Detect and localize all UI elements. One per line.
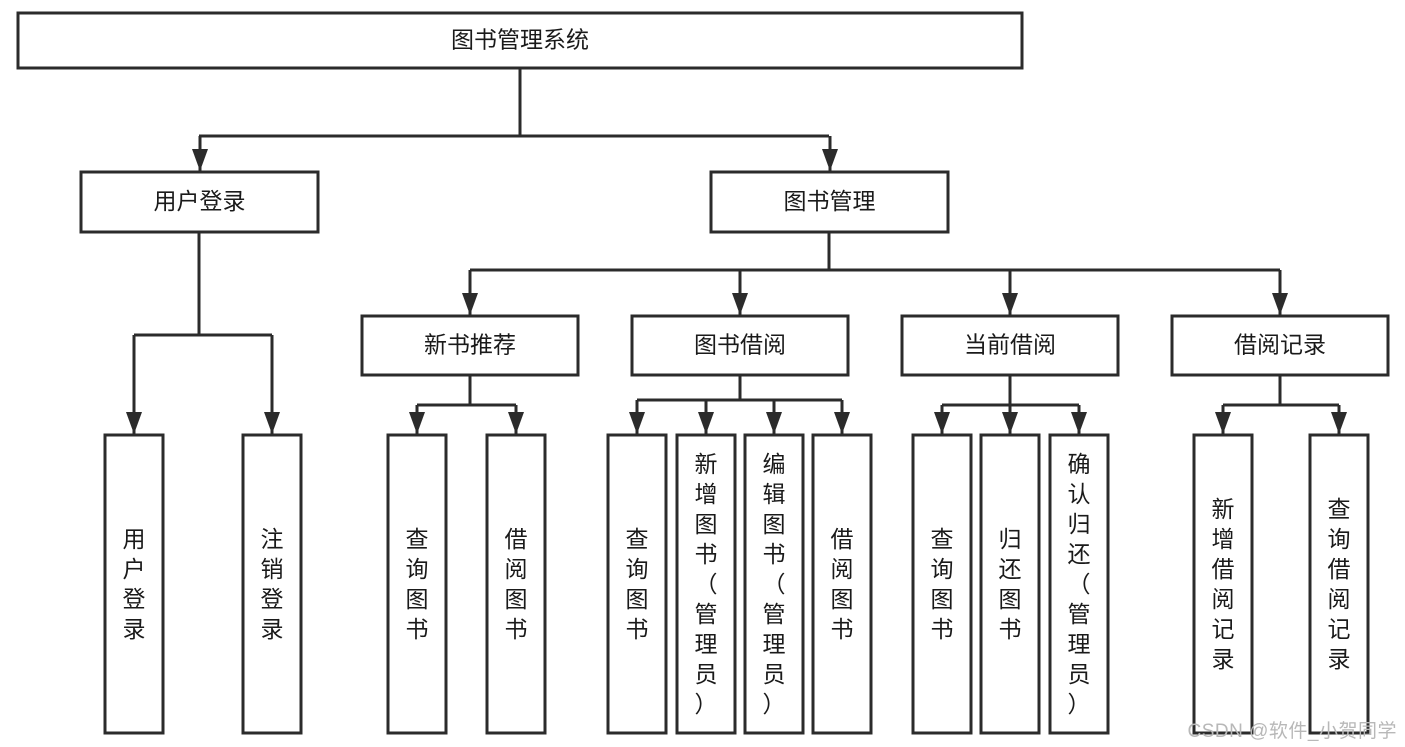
node-leaf-add-book[interactable]: 新增图书（管理员） bbox=[675, 433, 737, 735]
node-label-leaf-user-login: 用户登录 bbox=[123, 526, 146, 642]
node-label-leaf-user-logout: 注销登录 bbox=[261, 526, 284, 642]
arrow-head-icon bbox=[462, 293, 478, 315]
arrow-head-icon bbox=[834, 412, 850, 434]
nodes-layer: 图书管理系统用户登录图书管理新书推荐图书借阅当前借阅借阅记录用户登录注销登录查询… bbox=[16, 11, 1390, 735]
node-box-leaf-add-book[interactable] bbox=[675, 433, 737, 735]
arrow-head-icon bbox=[192, 149, 208, 171]
node-box-new-book-rec[interactable] bbox=[360, 314, 580, 377]
arrow-head-icon bbox=[1002, 293, 1018, 315]
node-box-current-borrow[interactable] bbox=[900, 314, 1120, 377]
node-box-leaf-return-book[interactable] bbox=[979, 433, 1041, 735]
arrow-head-icon bbox=[934, 412, 950, 434]
node-box-leaf-edit-book[interactable] bbox=[743, 433, 805, 735]
node-box-leaf-query-book-3[interactable] bbox=[911, 433, 973, 735]
node-box-borrow-record[interactable] bbox=[1170, 314, 1390, 377]
node-box-leaf-query-book-1[interactable] bbox=[386, 433, 448, 735]
node-label-book-manage: 图书管理 bbox=[784, 188, 876, 214]
node-leaf-edit-book[interactable]: 编辑图书（管理员） bbox=[743, 433, 805, 735]
node-box-leaf-borrow-book-1[interactable] bbox=[485, 433, 547, 735]
node-label-leaf-return-book: 归还图书 bbox=[999, 526, 1022, 642]
node-book-manage[interactable]: 图书管理 bbox=[709, 170, 950, 234]
node-box-leaf-add-record[interactable] bbox=[1192, 433, 1254, 735]
arrow-head-icon bbox=[1331, 412, 1347, 434]
arrow-head-icon bbox=[126, 412, 142, 434]
node-leaf-borrow-book-1[interactable]: 借阅图书 bbox=[485, 433, 547, 735]
node-root[interactable]: 图书管理系统 bbox=[16, 11, 1024, 70]
node-box-leaf-user-logout[interactable] bbox=[241, 433, 303, 735]
node-label-leaf-query-book-2: 查询图书 bbox=[626, 526, 649, 642]
node-box-leaf-query-book-2[interactable] bbox=[606, 433, 668, 735]
edges-layer bbox=[126, 68, 1347, 434]
node-user-login[interactable]: 用户登录 bbox=[79, 170, 320, 234]
node-box-leaf-confirm-return[interactable] bbox=[1048, 433, 1110, 735]
arrow-head-icon bbox=[732, 293, 748, 315]
node-label-root: 图书管理系统 bbox=[451, 27, 589, 53]
node-leaf-confirm-return[interactable]: 确认归还（管理员） bbox=[1048, 433, 1110, 735]
node-book-borrow[interactable]: 图书借阅 bbox=[630, 314, 850, 377]
node-leaf-add-record[interactable]: 新增借阅记录 bbox=[1192, 433, 1254, 735]
node-leaf-query-book-2[interactable]: 查询图书 bbox=[606, 433, 668, 735]
node-borrow-record[interactable]: 借阅记录 bbox=[1170, 314, 1390, 377]
arrow-head-icon bbox=[1272, 293, 1288, 315]
node-leaf-query-book-1[interactable]: 查询图书 bbox=[386, 433, 448, 735]
arrow-head-icon bbox=[264, 412, 280, 434]
node-box-root[interactable] bbox=[16, 11, 1024, 70]
arrow-head-icon bbox=[698, 412, 714, 434]
arrow-head-icon bbox=[1002, 412, 1018, 434]
csdn-watermark: CSDN @软件_小贺同学 bbox=[1187, 721, 1397, 742]
arrow-head-icon bbox=[409, 412, 425, 434]
node-label-leaf-borrow-book-1: 借阅图书 bbox=[505, 526, 528, 642]
node-leaf-query-book-3[interactable]: 查询图书 bbox=[911, 433, 973, 735]
arrow-head-icon bbox=[766, 412, 782, 434]
node-label-book-borrow: 图书借阅 bbox=[694, 332, 786, 358]
arrow-head-icon bbox=[508, 412, 524, 434]
node-label-leaf-add-book: 新增图书（管理员） bbox=[695, 451, 718, 717]
node-label-current-borrow: 当前借阅 bbox=[964, 332, 1056, 358]
node-leaf-user-login[interactable]: 用户登录 bbox=[103, 433, 165, 735]
node-label-leaf-query-record: 查询借阅记录 bbox=[1328, 496, 1351, 672]
node-leaf-user-logout[interactable]: 注销登录 bbox=[241, 433, 303, 735]
node-box-user-login[interactable] bbox=[79, 170, 320, 234]
node-box-book-borrow[interactable] bbox=[630, 314, 850, 377]
node-label-leaf-add-record: 新增借阅记录 bbox=[1212, 496, 1235, 672]
node-label-borrow-record: 借阅记录 bbox=[1234, 332, 1326, 358]
node-label-leaf-query-book-3: 查询图书 bbox=[931, 526, 954, 642]
node-label-leaf-query-book-1: 查询图书 bbox=[406, 526, 429, 642]
arrow-head-icon bbox=[1071, 412, 1087, 434]
node-label-leaf-borrow-book-2: 借阅图书 bbox=[831, 526, 854, 642]
node-current-borrow[interactable]: 当前借阅 bbox=[900, 314, 1120, 377]
node-leaf-query-record[interactable]: 查询借阅记录 bbox=[1308, 433, 1370, 735]
node-leaf-return-book[interactable]: 归还图书 bbox=[979, 433, 1041, 735]
node-label-leaf-confirm-return: 确认归还（管理员） bbox=[1068, 451, 1091, 717]
node-box-leaf-borrow-book-2[interactable] bbox=[811, 433, 873, 735]
arrow-head-icon bbox=[1215, 412, 1231, 434]
node-box-leaf-user-login[interactable] bbox=[103, 433, 165, 735]
node-label-new-book-rec: 新书推荐 bbox=[424, 332, 516, 358]
arrow-head-icon bbox=[629, 412, 645, 434]
node-box-book-manage[interactable] bbox=[709, 170, 950, 234]
node-new-book-rec[interactable]: 新书推荐 bbox=[360, 314, 580, 377]
node-box-leaf-query-record[interactable] bbox=[1308, 433, 1370, 735]
node-label-leaf-edit-book: 编辑图书（管理员） bbox=[763, 451, 786, 717]
node-leaf-borrow-book-2[interactable]: 借阅图书 bbox=[811, 433, 873, 735]
node-label-user-login: 用户登录 bbox=[154, 188, 246, 214]
arrow-head-icon bbox=[822, 149, 838, 171]
